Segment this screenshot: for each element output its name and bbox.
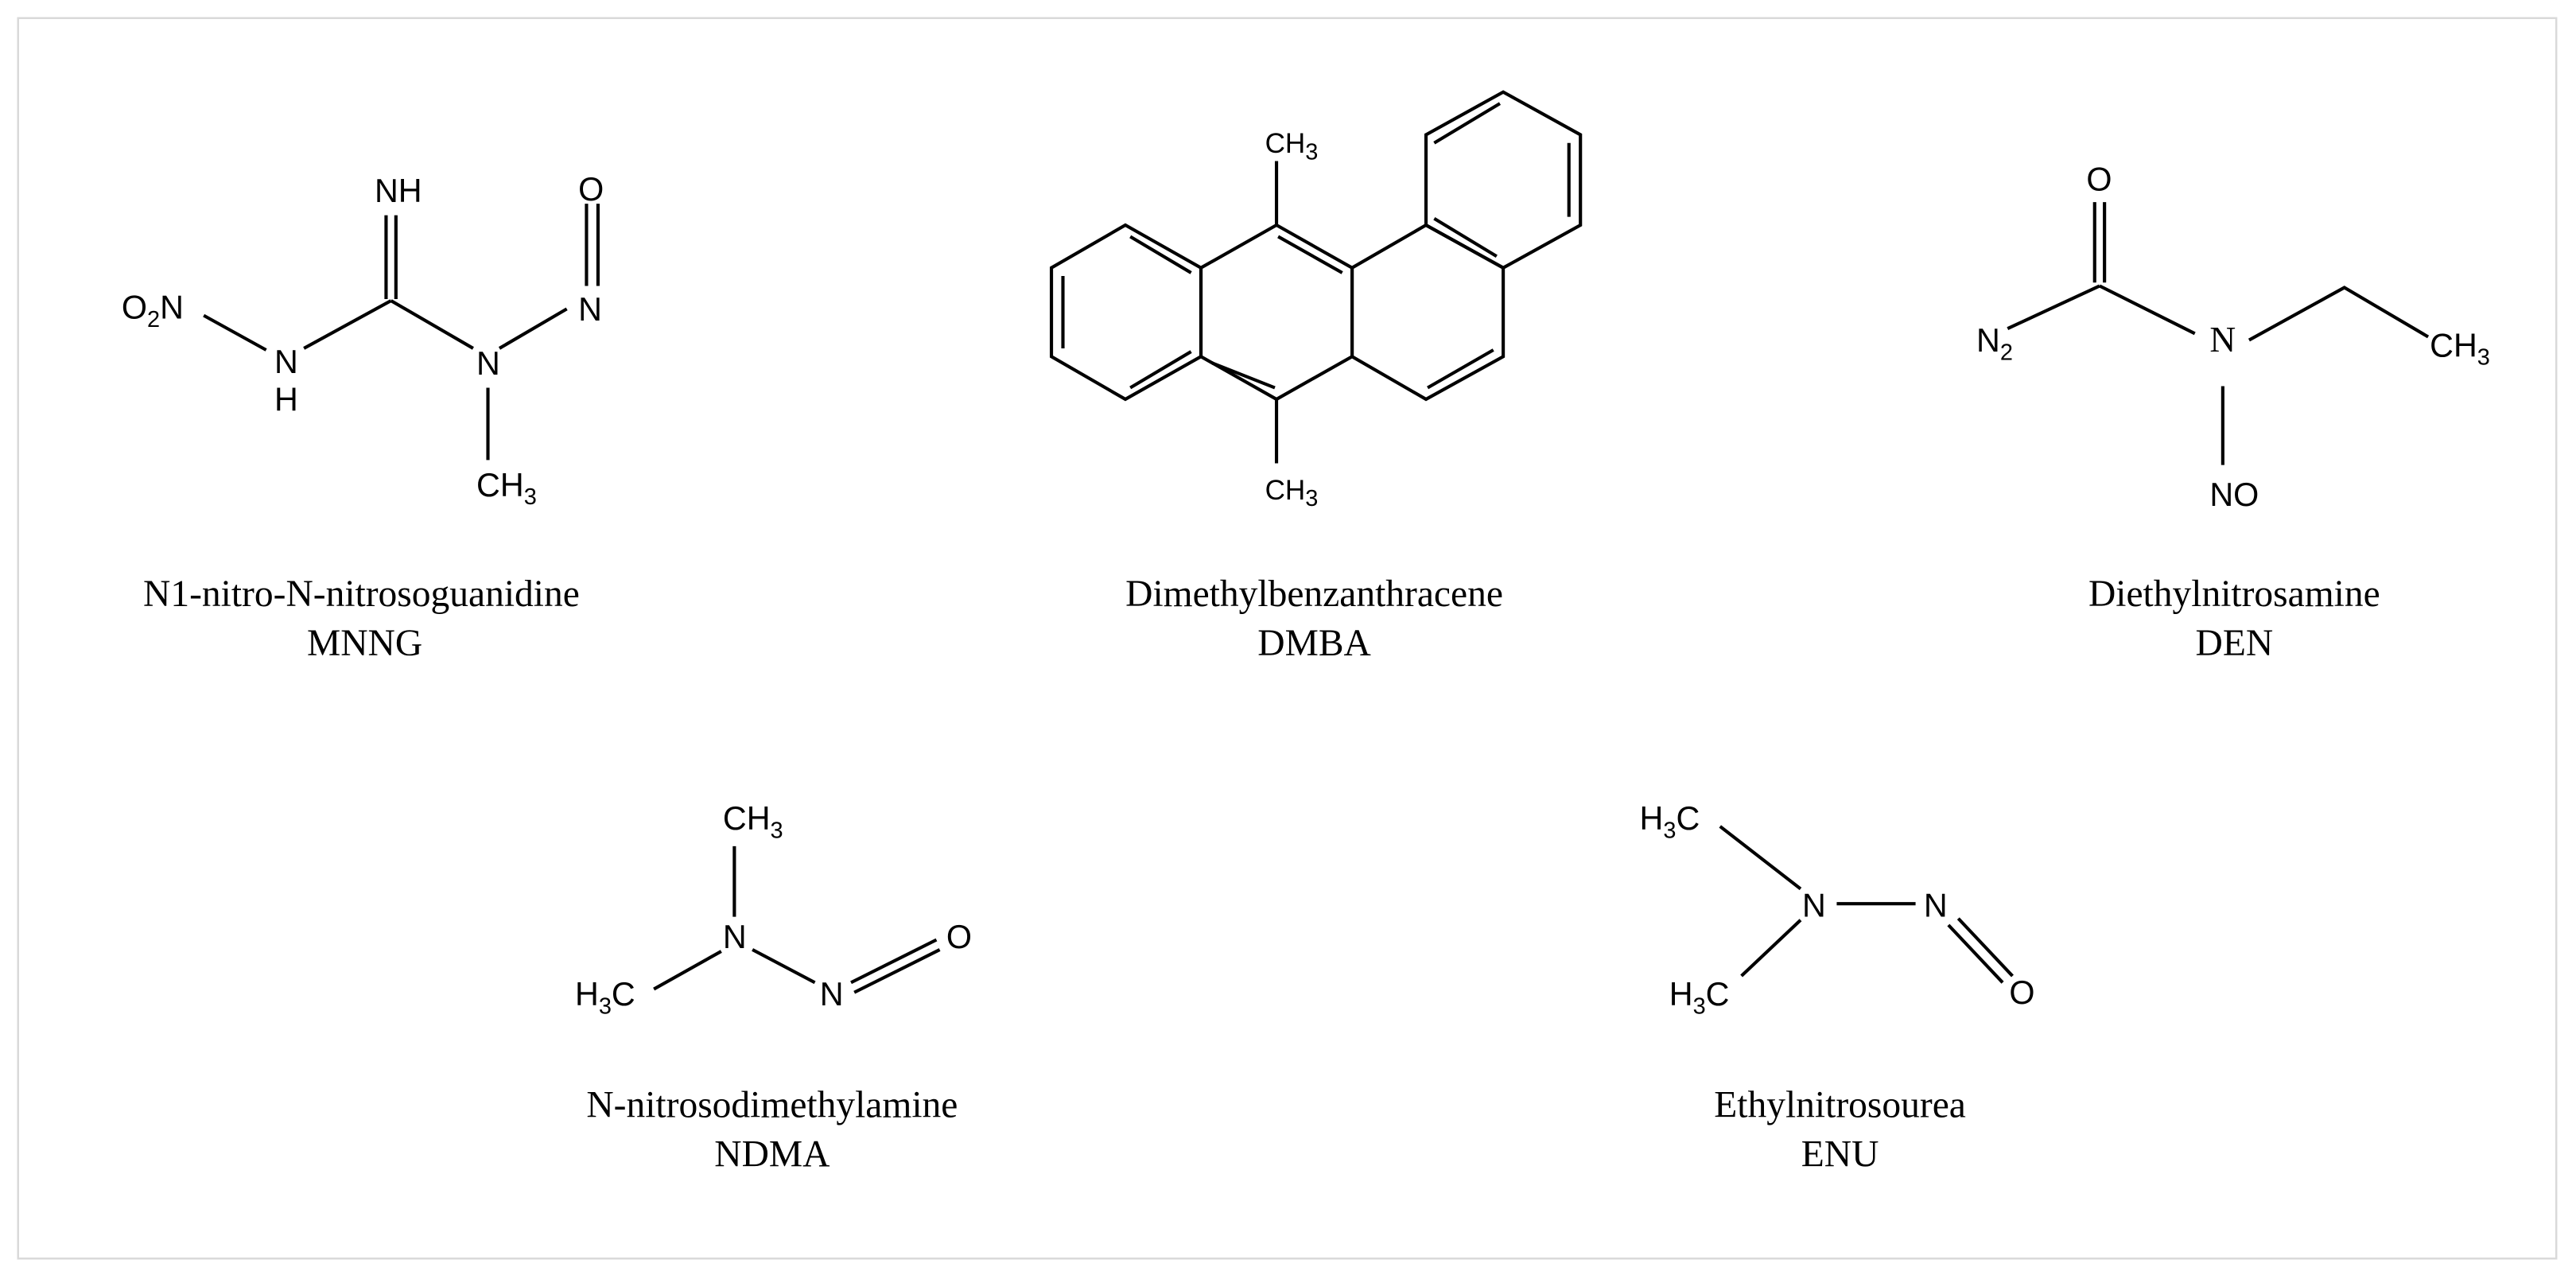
double-bond xyxy=(1129,350,1192,390)
double-bond xyxy=(850,938,938,985)
atom-ch3: CH3 xyxy=(2430,327,2490,370)
atom-n: N xyxy=(476,345,500,382)
double-bond xyxy=(1947,923,2004,984)
double-bond xyxy=(1956,917,2014,978)
bond xyxy=(1740,919,1802,978)
atom-ch3: CH3 xyxy=(1265,128,1319,165)
atom-n: N xyxy=(2209,320,2236,360)
compound-mnng: O2N N H NH N N O CH3 N1-nitro-N-nitrosog… xyxy=(122,171,604,664)
atom-n: N xyxy=(1924,888,1948,924)
bond-ethyl xyxy=(2248,286,2430,342)
double-bond xyxy=(1433,216,1498,258)
atom-n: N xyxy=(1802,888,1826,924)
compound-abbreviation: DEN xyxy=(2196,623,2274,664)
atom-nh: NH xyxy=(375,173,422,209)
double-bond xyxy=(1433,102,1502,145)
ring-upper-right xyxy=(1424,90,1583,270)
compound-abbreviation: ENU xyxy=(1801,1134,1879,1176)
compound-enu: H3C N H3C N O Ethylnitrosourea ENU xyxy=(1640,800,2035,1175)
atom-o2n: O2N xyxy=(122,290,184,332)
double-bond xyxy=(1129,235,1192,274)
atom-n: N xyxy=(723,919,747,955)
atom-o: O xyxy=(946,919,972,955)
compound-name: N1-nitro-N-nitrosoguanidine xyxy=(143,573,580,615)
compound-name: Diethylnitrosamine xyxy=(2088,573,2380,615)
atom-no: NO xyxy=(2209,476,2259,513)
compound-abbreviation: MNNG xyxy=(307,623,422,664)
atom-n2: N2 xyxy=(1976,322,2013,365)
atom-ch3: CH3 xyxy=(1265,475,1319,511)
bond xyxy=(1719,825,1802,891)
bond xyxy=(303,299,392,350)
bond xyxy=(498,307,568,350)
atom-o: O xyxy=(578,171,604,208)
atom-n: N xyxy=(578,291,602,328)
compound-name: N-nitrosodimethylamine xyxy=(586,1085,958,1126)
compound-abbreviation: NDMA xyxy=(714,1134,830,1176)
double-bond xyxy=(1277,235,1343,274)
double-bond xyxy=(1211,361,1276,390)
bond xyxy=(2007,284,2100,331)
bond xyxy=(390,299,474,350)
atom-h3c: H3C xyxy=(575,976,635,1019)
bond xyxy=(752,948,816,985)
compound-dmba: CH3 CH3 Dimethylbenzanthracene DMBA xyxy=(1049,90,1583,664)
bond xyxy=(653,950,722,991)
compound-name: Ethylnitrosourea xyxy=(1714,1085,1966,1126)
atom-ch3: CH3 xyxy=(476,467,537,510)
compound-ndma: CH3 N H3C N O N-nitrosodimethylamine NDM… xyxy=(575,800,972,1175)
atom-h3c: H3C xyxy=(1669,976,1730,1019)
atom-n: N xyxy=(820,976,844,1013)
figure-frame xyxy=(17,17,2558,1260)
bond xyxy=(2099,284,2196,336)
atom-o: O xyxy=(2086,161,2112,198)
bond xyxy=(203,313,267,352)
compound-name: Dimethylbenzanthracene xyxy=(1125,573,1503,615)
atom-h3c: H3C xyxy=(1640,800,1700,843)
double-bond xyxy=(853,948,941,994)
atom-n: N xyxy=(274,344,298,380)
atom-o: O xyxy=(2009,974,2034,1011)
compound-abbreviation: DMBA xyxy=(1257,623,1371,664)
atom-ch3: CH3 xyxy=(723,800,783,843)
atom-h: H xyxy=(274,381,298,418)
double-bond xyxy=(1427,348,1494,390)
compound-den: O N2 N CH3 NO Diethylnitrosamine DEN xyxy=(1976,161,2490,665)
